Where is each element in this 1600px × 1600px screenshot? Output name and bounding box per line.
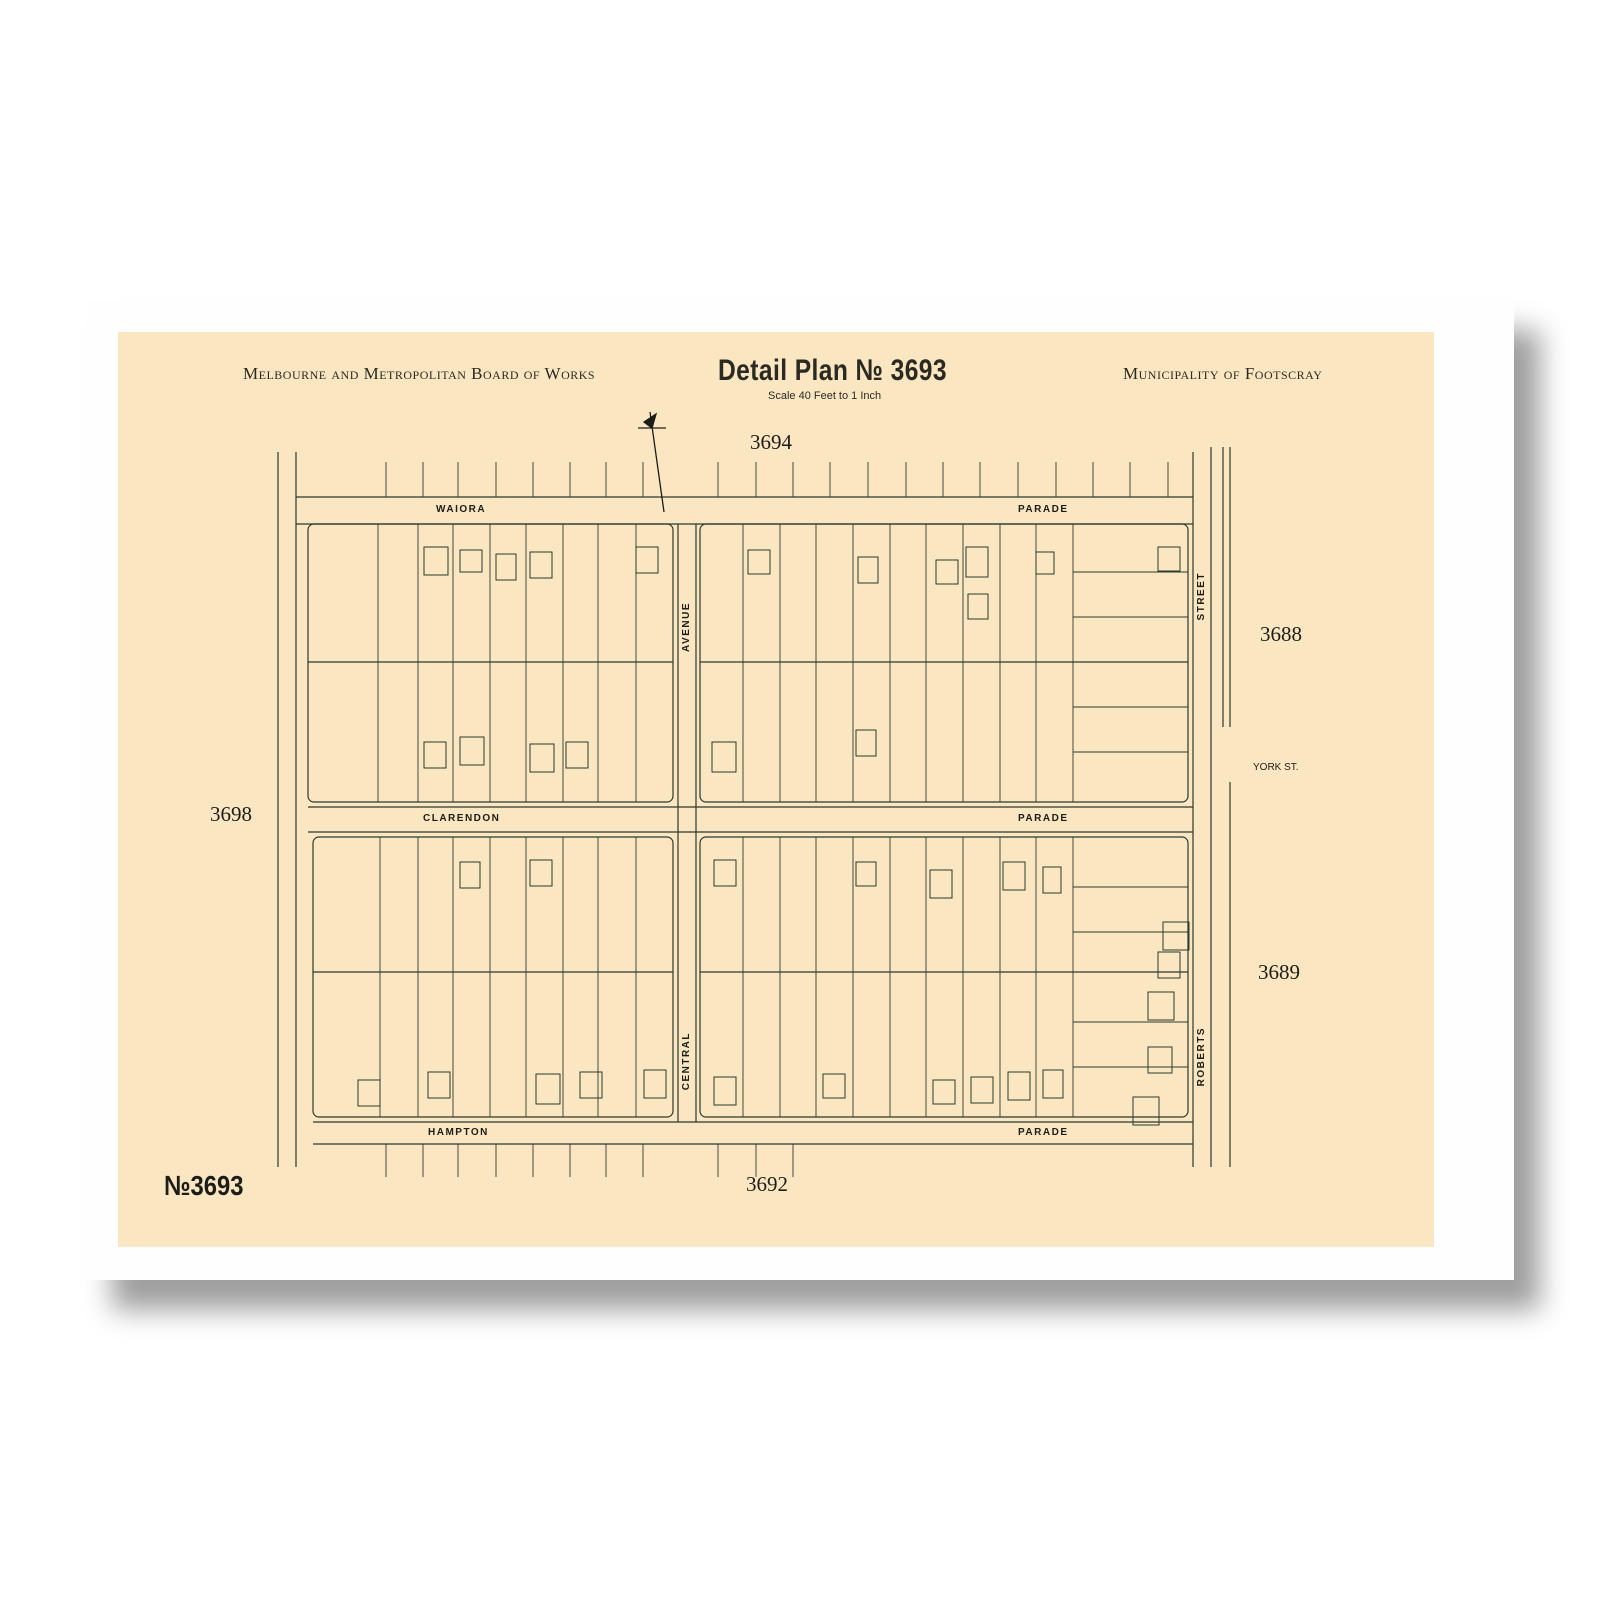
board-heading: Melbourne and Metropolitan Board of Work… [243, 364, 596, 383]
street-label-avenue: AVENUE [681, 602, 692, 652]
street-label-york: YORK ST. [1253, 762, 1299, 773]
municipality-heading: Municipality of Footscray [1123, 364, 1323, 383]
street-label-waiora: WAIORA [436, 504, 487, 515]
street-label-hampton: HAMPTON [428, 1127, 489, 1138]
street-label-street: STREET [1196, 572, 1207, 621]
street-label-roberts: ROBERTS [1196, 1027, 1207, 1087]
adjacent-sheet-west: 3698 [210, 802, 252, 826]
adjacent-sheet-east-upper: 3688 [1260, 622, 1302, 646]
adjacent-sheet-north: 3694 [750, 430, 792, 454]
scale-note: Scale 40 Feet to 1 Inch [768, 390, 882, 402]
plan-title: Detail Plan № 3693 [718, 354, 947, 387]
adjacent-sheet-south: 3692 [746, 1172, 788, 1196]
map-sheet: Melbourne and Metropolitan Board of Work… [118, 332, 1434, 1247]
plan-linework [277, 411, 1231, 1177]
plan-number-stamp: №3693 [164, 1170, 244, 1201]
adjacent-sheet-east-lower: 3689 [1258, 960, 1300, 984]
street-label-hampton-parade: PARADE [1018, 1127, 1069, 1138]
street-label-central: CENTRAL [681, 1032, 692, 1091]
street-label-waiora-parade: PARADE [1018, 504, 1069, 515]
street-label-clarendon-parade: PARADE [1018, 813, 1069, 824]
picture-frame: Melbourne and Metropolitan Board of Work… [86, 300, 1514, 1280]
street-label-clarendon: CLARENDON [423, 813, 501, 824]
